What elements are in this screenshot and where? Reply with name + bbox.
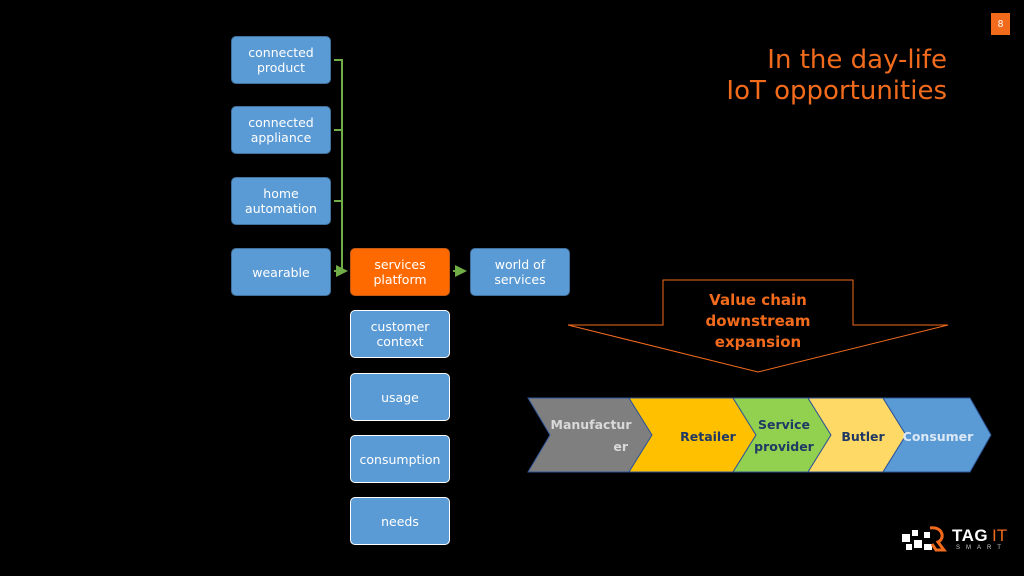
chevron-label-line: Manufactur (550, 417, 632, 432)
logo-mark-icon (902, 526, 947, 552)
tagitsmart-logo: TAG IT SMART (900, 524, 1012, 554)
box-wearable: wearable (231, 248, 331, 296)
connector-lines (334, 59, 467, 277)
box-label: services (494, 272, 546, 287)
box-label: home (263, 186, 299, 201)
value-chain-arrow-shape (567, 279, 949, 373)
box-label: product (256, 60, 306, 75)
box-label: context (376, 334, 424, 349)
chevron-consumer-label: Consumer (902, 429, 974, 444)
box-label: customer (370, 319, 430, 334)
chevron-service-provider-label: Service provider (748, 414, 820, 458)
value-chain-line-3: expansion (714, 333, 802, 351)
chevron-butler-label: Butler (841, 429, 885, 444)
connector-product (334, 59, 343, 271)
chevron-label-line: provider (754, 439, 814, 454)
box-label: automation (245, 201, 317, 216)
title-line-2: IoT opportunities (726, 76, 947, 106)
logo-text-it: IT (992, 526, 1008, 545)
value-chain-arrow-label: Value chain downstream expansion (680, 290, 836, 353)
value-chain-line-1: Value chain (709, 291, 807, 309)
box-label: wearable (252, 264, 310, 280)
box-label: needs (381, 513, 419, 529)
logo-text-tag: TAG (952, 526, 989, 545)
box-needs: needs (350, 497, 450, 545)
box-label: services (374, 257, 426, 272)
chevron-retailer-label: Retailer (680, 429, 736, 444)
chevron-label-line: er (613, 439, 628, 454)
box-label: consumption (359, 451, 441, 467)
box-label: world of (494, 257, 546, 272)
chevron-label-line: Service (758, 417, 810, 432)
box-label: appliance (250, 130, 312, 145)
value-chain-line-2: downstream (705, 312, 811, 330)
box-label: connected (248, 45, 314, 60)
slide-title: In the day-life IoT opportunities (726, 45, 947, 107)
box-label: connected (248, 115, 314, 130)
box-label: platform (373, 272, 427, 287)
page-number: 8 (991, 13, 1010, 35)
logo-text-smart: SMART (956, 545, 1007, 551)
box-consumption: consumption (350, 435, 450, 483)
title-line-1: In the day-life (767, 45, 947, 75)
box-label: usage (381, 389, 419, 405)
chevron-consumer-shape (882, 397, 992, 473)
chevron-manufacturer-label: Manufactur er (548, 414, 634, 458)
box-usage: usage (350, 373, 450, 421)
value-chain-chevrons (527, 397, 992, 473)
